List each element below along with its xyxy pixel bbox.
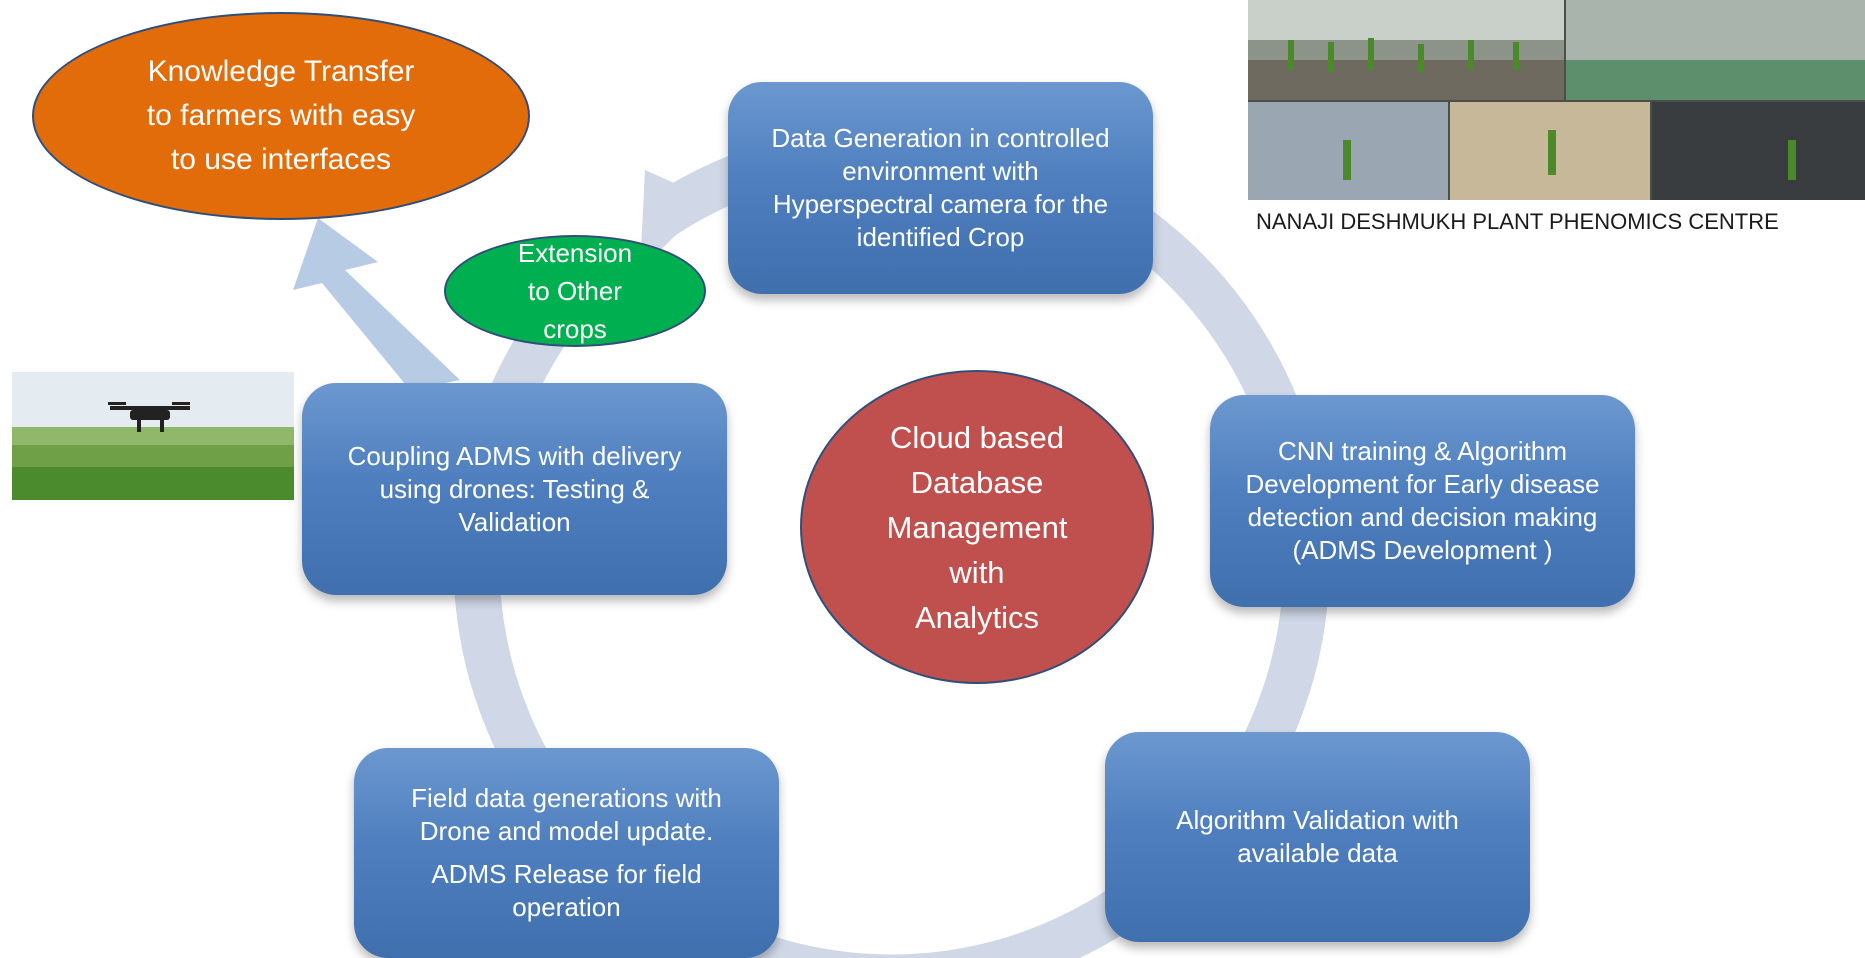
extension-line-2: to Other	[528, 276, 622, 306]
algorithm-validation-box: Algorithm Validation with available data	[1105, 732, 1530, 942]
field-data-line-3: ADMS Release for field	[431, 859, 702, 889]
coupling-line-3: Validation	[458, 506, 571, 537]
data-generation-line-4: identified Crop	[856, 222, 1025, 252]
cnn-line-2: Development for Early disease	[1245, 469, 1600, 499]
field-data-line-1: Field data generations with	[411, 783, 722, 813]
drone-photo-drawing	[12, 372, 294, 500]
knowledge-line-1: Knowledge Transfer	[147, 55, 415, 88]
data-generation-line-1: Data Generation in controlled	[771, 123, 1110, 153]
field-data-box: Field data generations with Drone and mo…	[354, 748, 779, 958]
knowledge-line-2: to farmers with easy	[146, 99, 416, 132]
data-generation-line-2: environment with	[842, 156, 1039, 186]
cnn-line-3: detection and decision making	[1247, 502, 1598, 532]
algorithm-validation-line-1: Algorithm Validation with	[1176, 805, 1459, 835]
phenomics-caption: NANAJI DESHMUKH PLANT PHENOMICS CENTRE	[1256, 209, 1779, 234]
phenomics-centre-photo	[1248, 0, 1865, 200]
cnn-line-4: (ADMS Development )	[1292, 535, 1553, 565]
center-line-4: with	[949, 554, 1005, 590]
coupling-line-2: using drones: Testing &	[379, 473, 650, 504]
center-line-5: Analytics	[914, 599, 1040, 635]
center-line-2: Database	[910, 464, 1044, 500]
extension-ellipse: Extension to Other crops	[444, 235, 706, 347]
center-cloud-database-circle: Cloud based Database Management with Ana…	[800, 370, 1154, 684]
coupling-box: Coupling ADMS with delivery using drones…	[302, 383, 727, 595]
data-generation-line-3: Hyperspectral camera for the	[772, 189, 1109, 219]
knowledge-line-3: to use interfaces	[170, 143, 392, 176]
field-data-line-2: Drone and model update.	[419, 816, 714, 846]
extension-line-1: Extension	[517, 238, 633, 268]
center-line-1: Cloud based	[889, 419, 1065, 455]
cnn-line-1: CNN training & Algorithm	[1278, 436, 1567, 466]
cnn-training-box: CNN training & Algorithm Development for…	[1210, 395, 1635, 607]
coupling-line-1: Coupling ADMS with delivery	[347, 440, 682, 471]
center-line-3: Management	[886, 509, 1068, 545]
phenomics-photo-drawing	[1248, 0, 1865, 200]
drone-field-photo	[12, 372, 294, 500]
extension-line-3: crops	[543, 314, 607, 344]
drone-icon	[108, 402, 190, 432]
field-data-line-4: operation	[512, 892, 621, 922]
cycle-arrow-head	[640, 170, 712, 270]
field-data-para-1: Field data generations with Drone and mo…	[411, 782, 722, 848]
algorithm-validation-line-2: available data	[1237, 838, 1398, 868]
field-data-para-2: ADMS Release for field operation	[431, 858, 701, 924]
data-generation-box: Data Generation in controlled environmen…	[728, 82, 1153, 294]
up-arrow-to-knowledge-transfer	[293, 218, 460, 390]
knowledge-transfer-ellipse: Knowledge Transfer to farmers with easy …	[32, 12, 530, 220]
